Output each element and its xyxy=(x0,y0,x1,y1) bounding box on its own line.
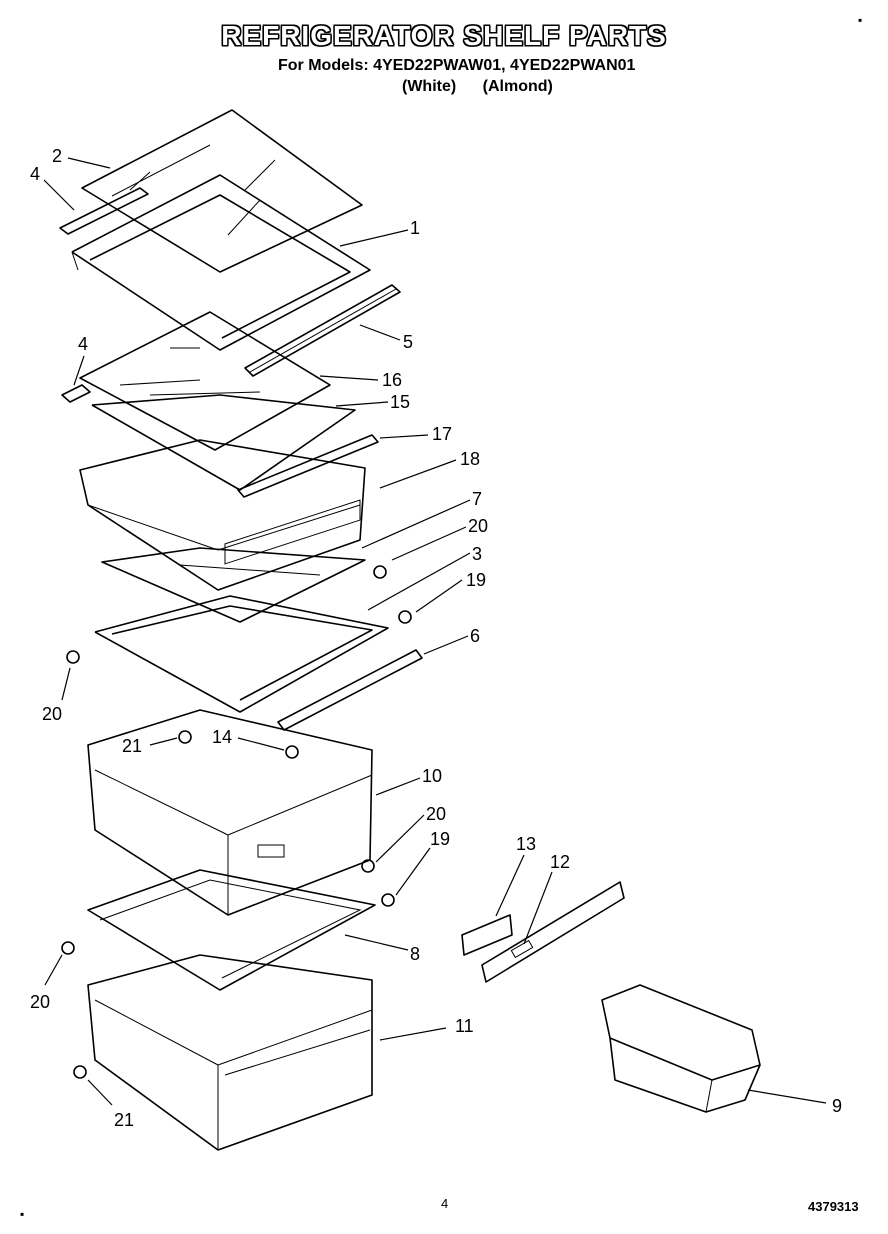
page-title: REFRIGERATOR SHELF PARTS xyxy=(221,20,667,51)
part-7-shelf-insert xyxy=(101,547,366,623)
callout-1: 1 xyxy=(410,218,420,238)
callout-13: 13 xyxy=(516,834,536,854)
model-variants: (White) (Almond) xyxy=(402,78,575,96)
callout-17: 17 xyxy=(432,424,452,444)
corner-mark: ▪ xyxy=(858,13,863,27)
callout-6: 6 xyxy=(470,626,480,646)
callout-21: 21 xyxy=(114,1110,134,1130)
callout-21: 21 xyxy=(122,736,142,756)
page-number: 4 xyxy=(441,1196,449,1211)
part-1-shelf-frame xyxy=(71,174,371,351)
callout-11: 11 xyxy=(455,1016,474,1036)
callout-14: 14 xyxy=(212,727,232,747)
callout-4: 4 xyxy=(30,164,40,184)
variant-almond: (Almond) xyxy=(482,78,553,95)
model-list: For Models: 4YED22PWAW01, 4YED22PWAN01 xyxy=(278,57,636,74)
callout-20: 20 xyxy=(468,516,488,536)
part-9-door-bin xyxy=(601,984,761,1113)
callout-20: 20 xyxy=(42,704,62,724)
callout-12: 12 xyxy=(550,852,570,872)
document-part-number: 4379313 xyxy=(808,1199,859,1214)
callout-19: 19 xyxy=(466,570,486,590)
part-3-crisper-frame xyxy=(94,595,389,713)
corner-mark: ▪ xyxy=(20,1207,25,1221)
callout-2: 2 xyxy=(52,146,62,166)
part-16-crisper-cover-glass xyxy=(79,311,331,451)
part-18-meat-drawer xyxy=(79,439,366,591)
callout-16: 16 xyxy=(382,370,402,390)
part-15-cover-frame xyxy=(91,394,356,491)
callout-4: 4 xyxy=(78,334,88,354)
part-8-lower-shelf xyxy=(87,869,376,991)
part-11-vegetable-drawer xyxy=(87,954,373,1151)
part-13-bracket xyxy=(461,914,513,956)
callout-7: 7 xyxy=(472,489,482,509)
part-12-mounting-plate xyxy=(481,881,625,983)
callout-20: 20 xyxy=(30,992,50,1012)
callout-15: 15 xyxy=(390,392,410,412)
callout-20: 20 xyxy=(426,804,446,824)
part-4-side-rail-upper xyxy=(59,187,149,235)
callout-3: 3 xyxy=(472,544,482,564)
callout-10: 10 xyxy=(422,766,442,786)
leader-lines xyxy=(43,157,827,1106)
callout-5: 5 xyxy=(403,332,413,352)
part-5-front-rail xyxy=(244,284,401,377)
variant-white: (White) xyxy=(402,78,457,95)
callout-9: 9 xyxy=(832,1096,842,1116)
part-6-front-trim xyxy=(277,649,423,731)
part-2-glass-shelf xyxy=(81,109,363,273)
part-4-side-rail-lower xyxy=(61,384,91,403)
callout-18: 18 xyxy=(460,449,480,469)
hardware-clips xyxy=(61,565,412,1079)
callout-8: 8 xyxy=(410,944,420,964)
part-17-cover-trim xyxy=(237,434,379,498)
callout-19: 19 xyxy=(430,829,450,849)
